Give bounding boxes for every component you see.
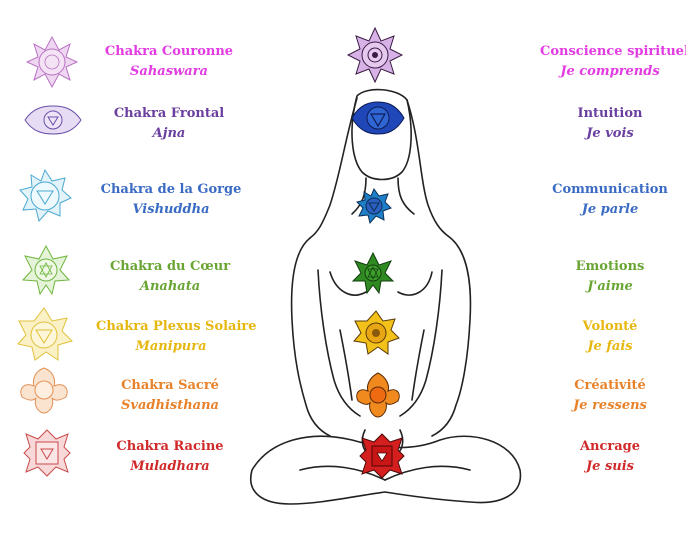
third-eye-chakra-symbol [351, 101, 405, 135]
sacral-lotus-icon [20, 367, 68, 414]
root-chakra-symbol [359, 433, 405, 479]
crown-chakra-symbol [346, 26, 404, 84]
throat-chakra-label: Chakra de la Gorge Vishuddha [96, 180, 246, 220]
sacral-statement: Je ressens [573, 398, 647, 413]
third-eye-chakra-sanskrit: Ajna [152, 126, 186, 141]
heart-meaning: Emotions [575, 259, 645, 274]
crown-chakra-sanskrit: Sahaswara [130, 64, 208, 79]
heart-meaning-label: Emotions J'aime [555, 257, 665, 297]
sacral-chakra-symbol [356, 372, 400, 418]
heart-lotus-icon [21, 244, 71, 296]
heart-chakra-name: Chakra du Cœur [109, 259, 231, 274]
throat-chakra-sanskrit: Vishuddha [132, 202, 210, 217]
root-lotus-icon [23, 429, 71, 477]
solar-plexus-statement: Je fais [587, 339, 633, 354]
solar-plexus-chakra-symbol [353, 310, 400, 355]
root-chakra-label: Chakra Racine Muladhara [100, 437, 240, 477]
third-eye-meaning-label: Intuition Je vois [555, 104, 665, 144]
third-eye-statement: Je vois [586, 126, 634, 141]
root-meaning-label: Ancrage Je suis [555, 437, 665, 477]
throat-statement: Je parle [581, 202, 639, 217]
crown-statement: Je comprends [560, 64, 660, 79]
solar-plexus-meaning: Volonté [582, 319, 638, 334]
root-statement: Je suis [586, 459, 634, 474]
solar-plexus-chakra-label: Chakra Plexus Solaire Manipura [96, 317, 257, 357]
sacral-chakra-name: Chakra Sacré [121, 378, 219, 393]
solar-plexus-chakra-name: Chakra Plexus Solaire [96, 319, 257, 334]
third-eye-chakra-name: Chakra Frontal [113, 106, 225, 121]
heart-statement: J'aime [587, 279, 633, 294]
root-chakra-name: Chakra Racine [116, 439, 224, 454]
heart-chakra-symbol [351, 251, 395, 295]
third-eye-meaning: Intuition [577, 106, 643, 121]
sacral-chakra-sanskrit: Svadhisthana [121, 398, 219, 413]
root-chakra-sanskrit: Muladhara [130, 459, 210, 474]
throat-meaning: Communication [552, 182, 668, 197]
crown-meaning-label: Conscience spirituelle Je comprends [540, 42, 686, 82]
solar-plexus-chakra-sanskrit: Manipura [135, 339, 207, 354]
throat-chakra-symbol [356, 187, 392, 225]
heart-chakra-sanskrit: Anahata [139, 279, 201, 294]
crown-chakra-label: Chakra Couronne Sahaswara [104, 42, 234, 82]
throat-chakra-name: Chakra de la Gorge [100, 182, 242, 197]
solar-plexus-lotus-icon [17, 307, 73, 361]
heart-chakra-label: Chakra du Cœur Anahata [100, 257, 240, 297]
sacral-meaning: Créativité [574, 378, 646, 393]
throat-lotus-icon [19, 168, 72, 223]
sacral-chakra-label: Chakra Sacré Svadhisthana [100, 376, 240, 416]
third-eye-lotus-icon [24, 105, 82, 135]
crown-chakra-name: Chakra Couronne [104, 44, 234, 59]
root-meaning: Ancrage [579, 439, 641, 454]
figure-outline [250, 88, 522, 505]
solar-plexus-meaning-label: Volonté Je fais [555, 317, 665, 357]
sacral-meaning-label: Créativité Je ressens [555, 376, 665, 416]
crown-meaning: Conscience spirituelle [540, 44, 686, 59]
third-eye-chakra-label: Chakra Frontal Ajna [104, 104, 234, 144]
crown-lotus-icon [25, 35, 79, 89]
throat-meaning-label: Communication Je parle [550, 180, 670, 220]
